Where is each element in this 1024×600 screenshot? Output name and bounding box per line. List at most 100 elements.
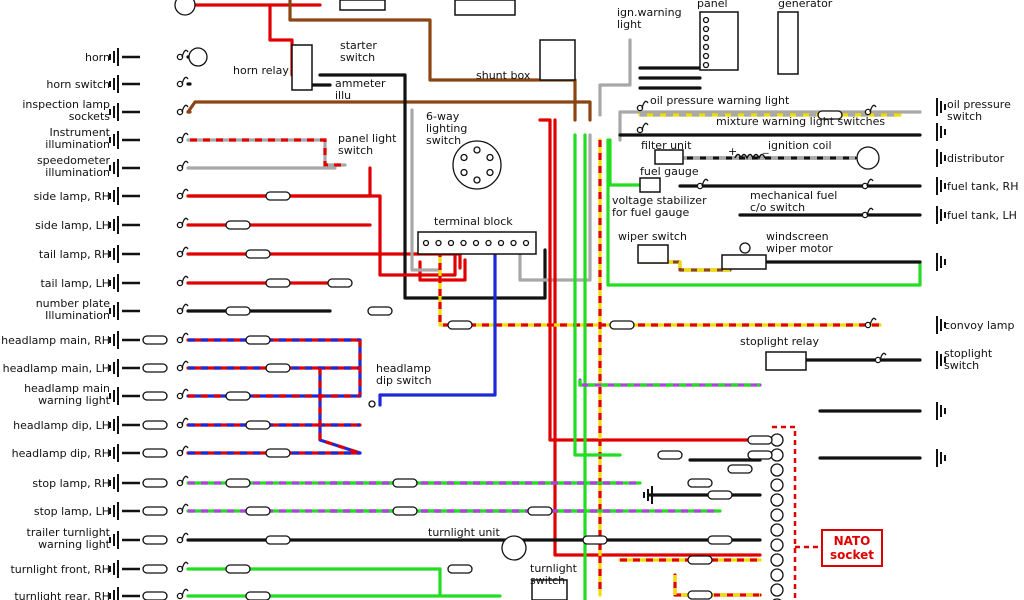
filter-unit-box xyxy=(654,149,684,165)
connector-body xyxy=(142,506,168,516)
label-headlamp-main-lh: headlamp main, LH xyxy=(3,362,110,375)
wire-stoplight-purple xyxy=(578,378,762,387)
bulb-contact xyxy=(176,507,184,515)
inline-connector-headlamp-main-rh xyxy=(245,335,271,345)
bulb-contact xyxy=(176,592,184,600)
bulb-contact xyxy=(874,356,882,364)
nato-socket-pin xyxy=(770,553,784,567)
wire-wiper-green xyxy=(606,138,922,287)
wires xyxy=(186,0,922,600)
ground-tail-lamp-rh xyxy=(109,245,119,263)
label-line: stoplight relay xyxy=(740,335,819,348)
connector-body xyxy=(687,478,713,488)
right-ground-8 xyxy=(936,402,946,420)
wire-nato-red-2 xyxy=(553,118,762,557)
bulb-filament xyxy=(181,503,189,512)
mid-connector-18 xyxy=(327,278,353,288)
label-line: headlamp main, RH xyxy=(1,334,110,347)
six-way-switch-terminal xyxy=(473,146,481,154)
wiper-motor-box xyxy=(721,254,767,270)
connector-body xyxy=(527,506,553,516)
nato-socket-pin xyxy=(770,448,784,462)
bulb-contact xyxy=(176,364,184,372)
ground-horn-switch xyxy=(109,75,119,93)
six-way-switch-terminal xyxy=(473,176,481,184)
wire-top-brown xyxy=(288,0,577,122)
connector-headlamp-dip-rh xyxy=(142,448,168,458)
inline-connector-tail-lamp-rh xyxy=(245,249,271,259)
mid-connector-12 xyxy=(817,110,843,120)
bulb-filament xyxy=(181,532,189,541)
bulb-contact xyxy=(176,250,184,258)
label-line: stop lamp, LH xyxy=(34,505,110,518)
wire-instrument-grey xyxy=(188,138,347,167)
bulb-tail-lamp-lh xyxy=(176,275,189,287)
connector-body xyxy=(245,335,271,345)
terminal-block-terminal xyxy=(435,239,442,247)
connector-body xyxy=(392,506,418,516)
wire-nato-red xyxy=(538,118,762,442)
label-line: distributor xyxy=(947,152,1005,165)
terminal-block-terminal xyxy=(472,239,480,247)
label-line: wiper switch xyxy=(618,230,687,243)
mid-connector-4 xyxy=(747,450,773,460)
label-line: illumination xyxy=(45,138,110,151)
wire-inspection-brown xyxy=(186,100,592,122)
wire-ign-grey xyxy=(598,38,632,117)
connector-body xyxy=(225,391,251,401)
connector-headlamp-main-rh xyxy=(142,335,168,345)
nato-socket-pin xyxy=(770,463,784,477)
inline-connector-headlamp-dip-rh xyxy=(265,448,291,458)
connector-body xyxy=(245,420,271,430)
right-ground-2 xyxy=(936,149,946,167)
connector-body xyxy=(225,306,251,316)
bulb-filament xyxy=(869,104,877,113)
bulb-contact xyxy=(176,421,184,429)
right-bulb-1 xyxy=(861,178,874,190)
connector-body xyxy=(582,535,608,545)
mid-connector-3 xyxy=(687,478,713,488)
label-line: for fuel gauge xyxy=(612,206,689,219)
connector-body xyxy=(687,555,713,565)
label-fuel-tank-lh: fuel tank, LH xyxy=(947,209,1017,222)
label-stop-lamp-rh: stop lamp, RH xyxy=(32,477,110,490)
panel-terminal xyxy=(702,25,710,33)
wire-dip-rh-blue xyxy=(318,366,362,455)
mid-connector-10 xyxy=(687,590,713,600)
label-line: side lamp, LH xyxy=(35,219,110,232)
mid-connector-1 xyxy=(609,320,635,330)
ground-horn xyxy=(109,48,119,66)
wire-main-black xyxy=(318,73,547,300)
label-line: filter unit xyxy=(641,139,692,152)
label-line: warning light xyxy=(38,538,111,551)
label-line: oil pressure warning light xyxy=(650,94,790,107)
label-line: switch xyxy=(340,51,375,64)
ground-stop-lamp-rh xyxy=(109,474,119,492)
connector-body xyxy=(817,110,843,120)
turnlight-unit-body xyxy=(501,535,527,561)
mid-connector-9 xyxy=(687,555,713,565)
bulb-contact xyxy=(176,53,184,61)
connector-body xyxy=(609,320,635,330)
connector-trailer-turnlight-warning-light xyxy=(142,535,168,545)
bulb-contact xyxy=(176,392,184,400)
right-ground-3 xyxy=(936,177,946,195)
wire-stroke xyxy=(608,138,642,187)
label-line: fuel gauge xyxy=(640,165,699,178)
label-line: panel xyxy=(697,0,728,10)
wire-stroke xyxy=(573,133,622,457)
wire-convoy xyxy=(438,248,882,327)
turnlight-switch-box xyxy=(531,579,568,600)
connector-body xyxy=(265,363,291,373)
bulb-filament xyxy=(181,132,189,141)
label-fuel-tank-rh: fuel tank, RH xyxy=(947,180,1018,193)
connector-body xyxy=(142,448,168,458)
wire-side-feed-red xyxy=(368,194,457,277)
connector-headlamp-main-lh xyxy=(142,363,168,373)
right-bulb-7 xyxy=(696,178,709,190)
connector-body xyxy=(367,306,393,316)
